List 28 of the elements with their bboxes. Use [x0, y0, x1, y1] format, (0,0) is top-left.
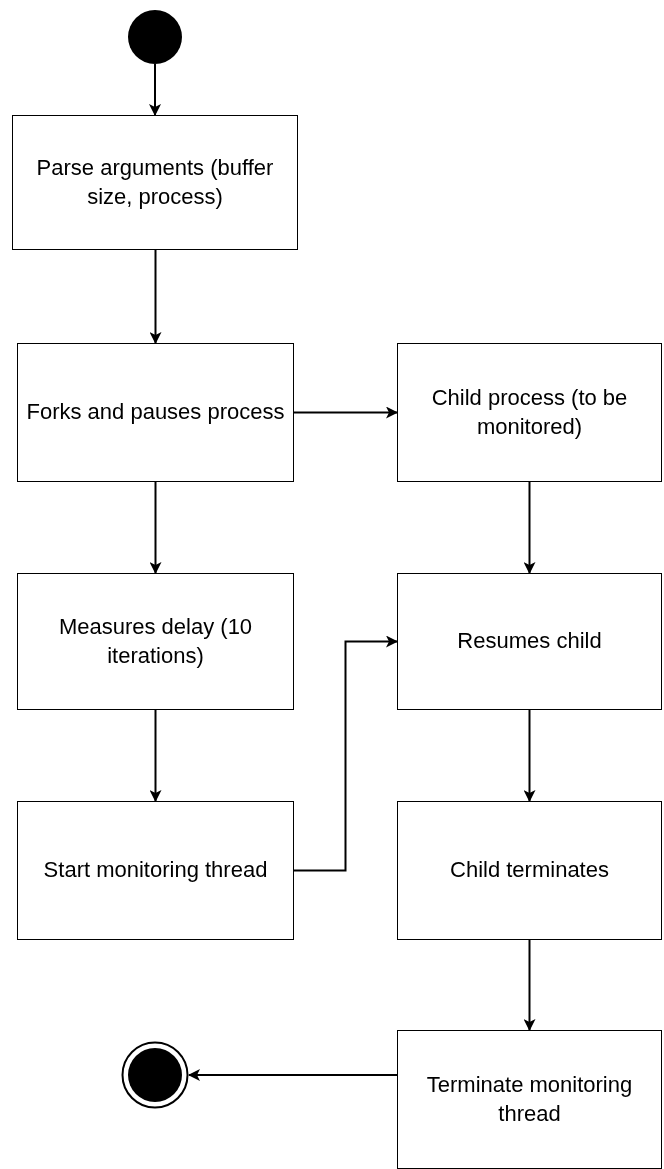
- arrow: [149, 709, 162, 802]
- arrow: [149, 481, 162, 574]
- arrow: [293, 406, 398, 419]
- activity-box: [397, 343, 662, 482]
- activity-label: Child process (to be monitored): [430, 383, 629, 441]
- activity-box: [397, 801, 662, 940]
- arrow: [188, 1069, 398, 1081]
- activity-label: Child terminates: [450, 856, 609, 885]
- activity-box: [17, 801, 294, 940]
- initial-node: [128, 10, 182, 64]
- activity-label: Resumes child: [457, 627, 602, 656]
- activity-box: [397, 1030, 662, 1169]
- final-node: [121, 1041, 189, 1109]
- arrow: [293, 635, 398, 872]
- activity-box: [17, 343, 294, 482]
- arrow: [149, 63, 161, 116]
- activity-label: Start monitoring thread: [43, 856, 268, 885]
- activity-label: Terminate monitoring thread: [425, 1070, 634, 1128]
- arrow: [523, 709, 536, 802]
- arrow: [523, 481, 536, 574]
- activity-box: [17, 573, 294, 710]
- activity-label: Forks and pauses process: [26, 398, 285, 427]
- activity-box: [12, 115, 298, 250]
- activity-box: [397, 573, 662, 710]
- activity-label: Parse arguments (buffer size, process): [35, 153, 275, 211]
- arrow: [149, 249, 162, 344]
- arrow: [523, 939, 536, 1031]
- activity-label: Measures delay (10 iterations): [57, 612, 254, 670]
